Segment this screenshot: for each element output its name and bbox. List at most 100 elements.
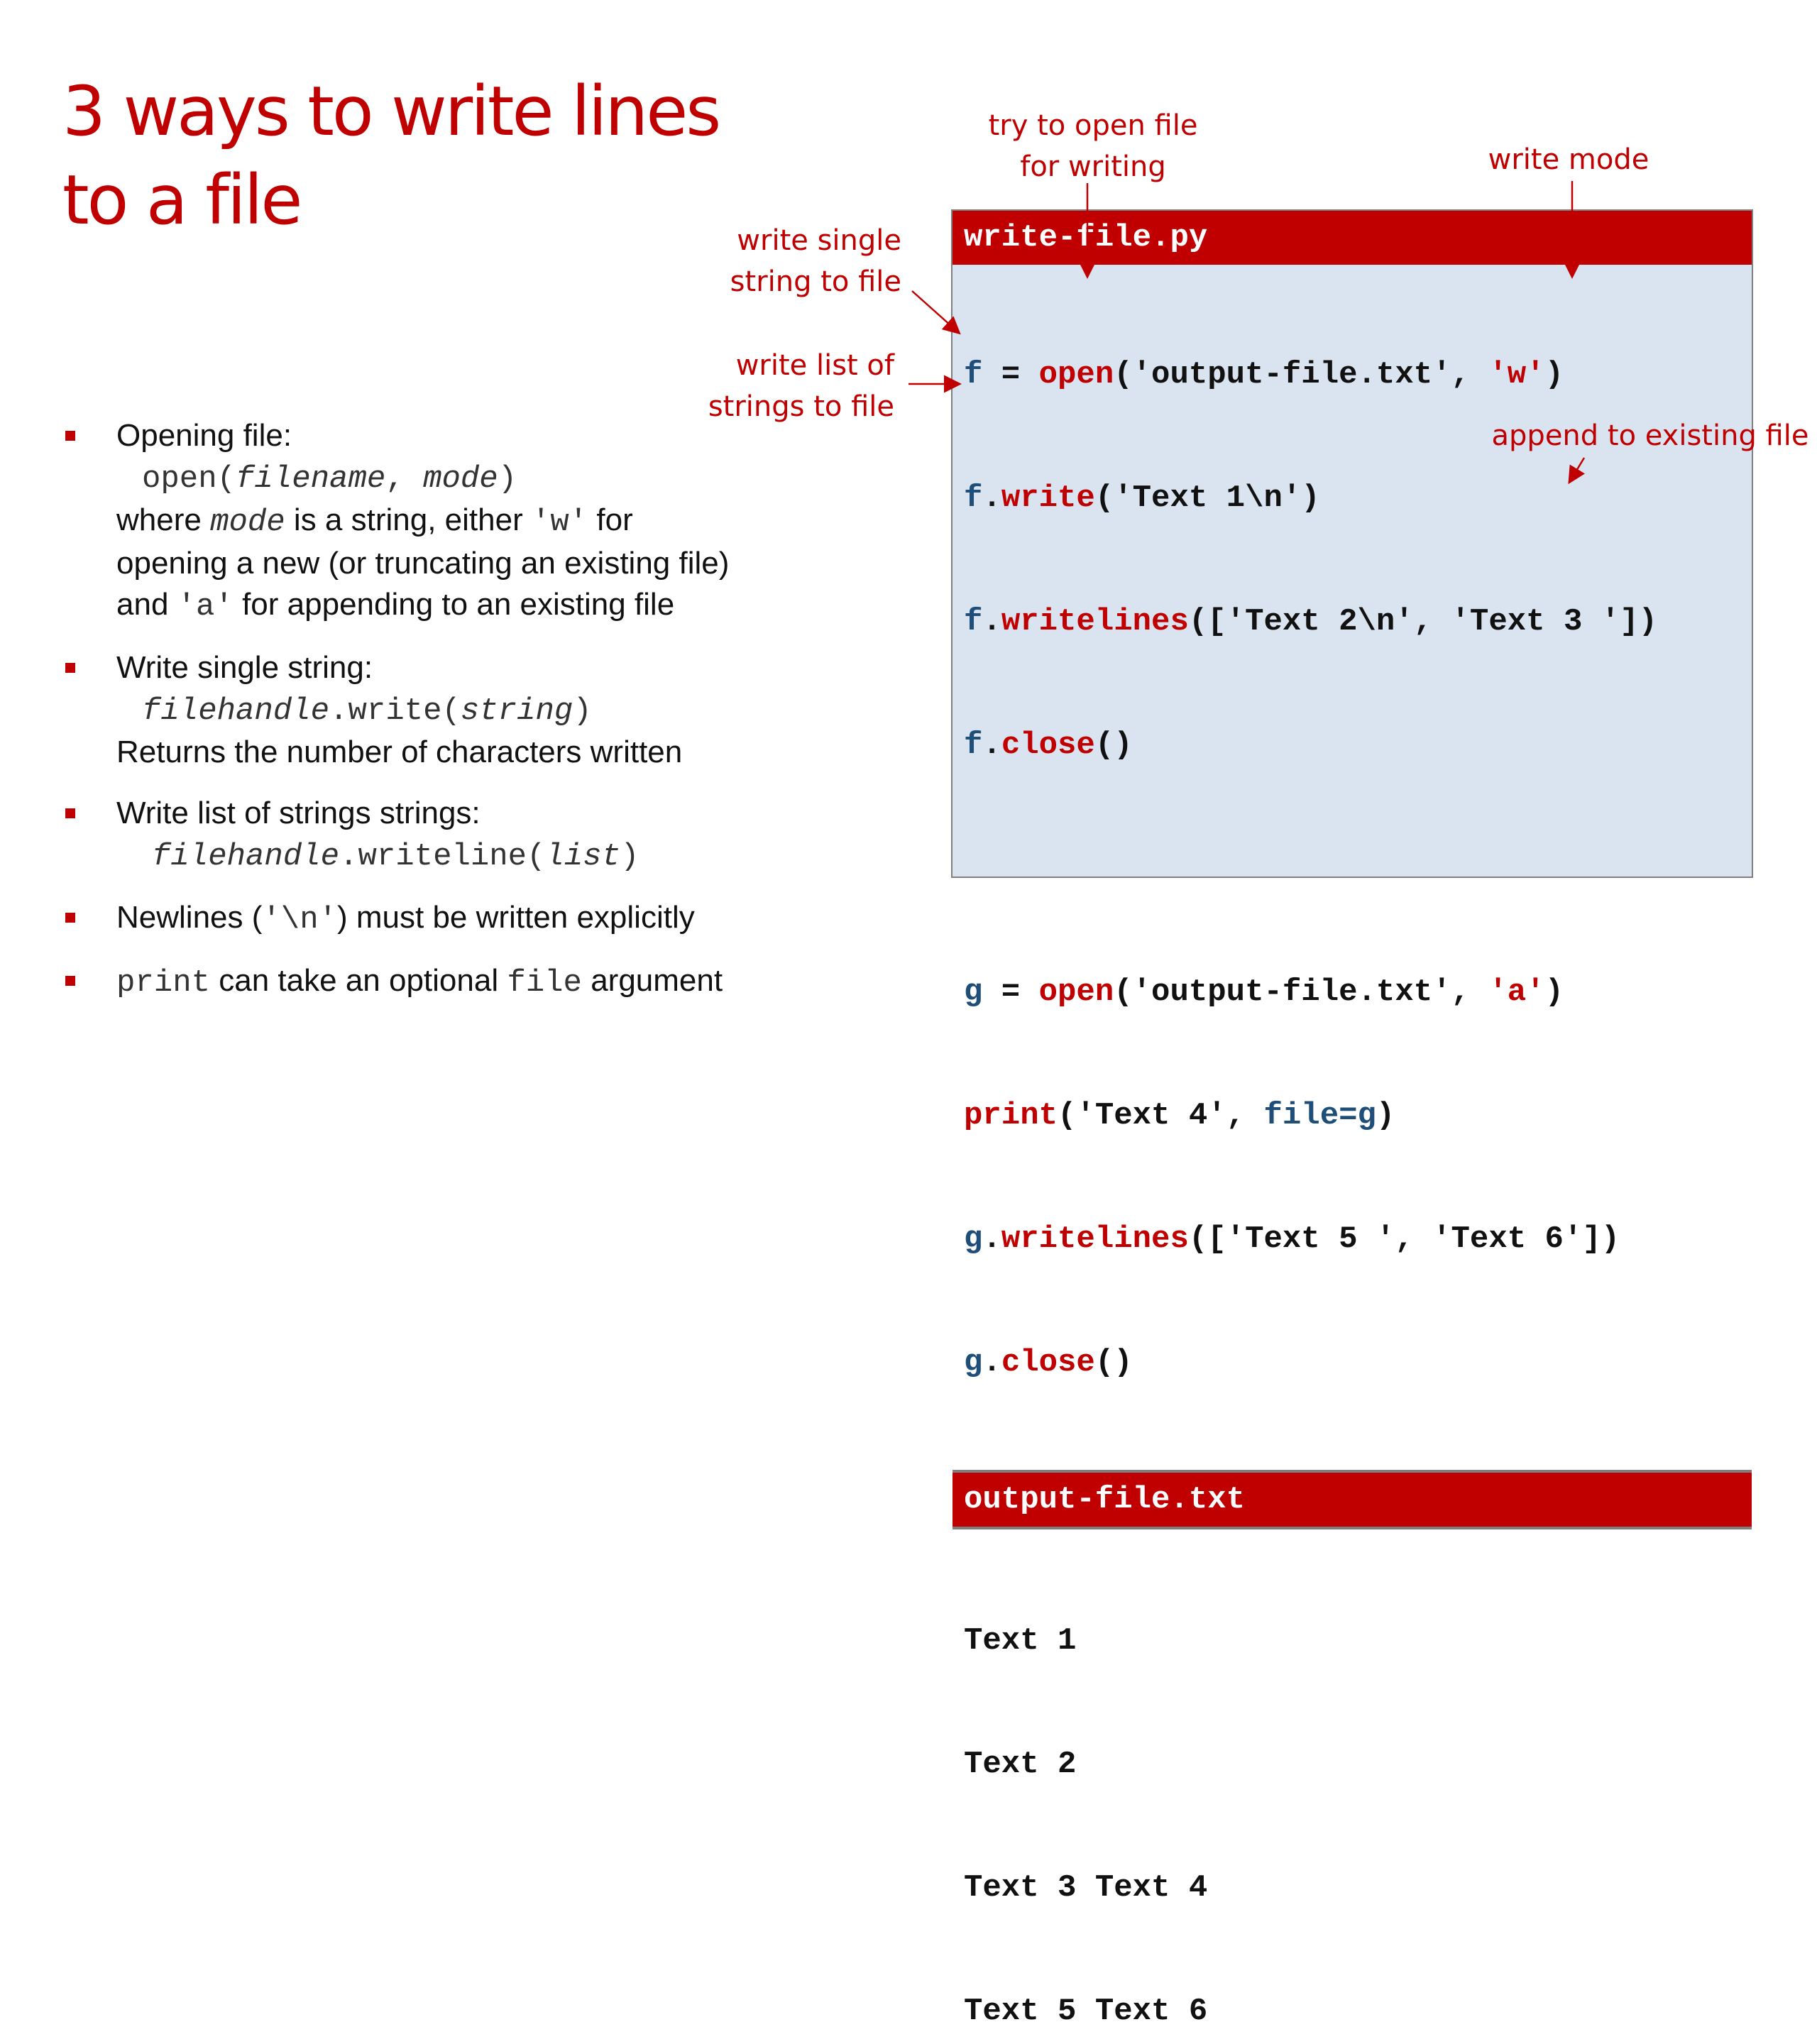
annotation-open-line-2: for writing [1020, 150, 1166, 183]
code-text: 'w' [531, 505, 588, 540]
code-text: .writeline( [339, 839, 546, 874]
bullet-print-file: print can take an optional file argument [62, 960, 729, 1004]
code-file-header: write-file.py [953, 211, 1752, 265]
bullet-heading: Opening file: [116, 418, 292, 453]
code-param: filehandle [152, 839, 340, 874]
code-op: = [982, 357, 1039, 392]
annotation-write-single-line-2: string to file [730, 265, 901, 298]
code-param: filename [236, 461, 386, 497]
annotation-write-list: write list of strings to file [681, 345, 894, 427]
code-line-2: f.write('Text 1\n') [964, 478, 1752, 519]
bullet-marker [65, 431, 75, 441]
annotation-open-line-1: try to open file [988, 109, 1198, 142]
code-text: print [116, 965, 211, 1001]
code-param: filehandle [142, 693, 330, 729]
code-text: ) [573, 693, 592, 729]
code-fn: open [1038, 357, 1114, 392]
annotation-write-single-line-1: write single [737, 224, 901, 257]
code-var: f [964, 480, 983, 516]
code-mode-a: 'a' [1488, 974, 1545, 1010]
code-var: g [964, 1345, 983, 1380]
code-dot: . [982, 1345, 1001, 1380]
annotation-write-single: write single string to file [681, 220, 901, 302]
code-var: g [964, 1221, 983, 1257]
code-line-1: f = open('output-file.txt', 'w') [964, 354, 1752, 395]
code-args: (['Text 5 ', 'Text 6']) [1188, 1221, 1620, 1257]
text-segment: where [116, 502, 211, 537]
code-dot: . [982, 480, 1001, 516]
bullet-heading: Write list of strings strings: [116, 796, 481, 830]
arrow-write-single [911, 290, 961, 335]
code-fn: close [1001, 727, 1095, 763]
code-text: .write( [329, 693, 461, 729]
bullet-write-single: Write single string: filehandle.write(st… [62, 647, 729, 773]
code-close-paren: ) [1376, 1098, 1395, 1133]
code-param: mode [210, 505, 285, 540]
text-segment: Newlines ( [116, 900, 263, 935]
code-line-8: g.close() [964, 1342, 1752, 1383]
bullet-text-line: print can take an optional file argument [116, 960, 729, 1004]
bullet-write-list: Write list of strings strings: filehandl… [62, 793, 729, 877]
output-block: Text 1 Text 2 Text 3 Text 4 Text 5 Text … [953, 1529, 1752, 2044]
code-fn: writelines [1001, 604, 1189, 639]
bullet-list: Opening file: open(filename, mode) where… [62, 415, 729, 1004]
bullet-marker [65, 976, 75, 986]
code-text: ) [620, 839, 639, 874]
output-file-header: output-file.txt [953, 1473, 1752, 1527]
code-args: ('Text 1\n') [1094, 480, 1320, 516]
annotation-open-file: try to open file for writing [972, 105, 1214, 187]
bullet-text-line: opening a new (or truncating an existing… [116, 546, 730, 581]
arrow-append [1568, 457, 1586, 485]
code-param: mode [423, 461, 498, 497]
text-segment: for appending to an existing file [233, 587, 675, 622]
code-op: = [982, 974, 1039, 1010]
code-args: ('output-file.txt', [1114, 974, 1489, 1010]
text-segment: ) must be written explicitly [337, 900, 695, 935]
code-args: (['Text 2\n', 'Text 3 ']) [1188, 604, 1657, 639]
code-text: , [385, 461, 424, 497]
text-segment: is a string, either [285, 502, 532, 537]
code-kwarg: file=g [1263, 1098, 1376, 1133]
code-var: f [964, 727, 983, 763]
text-segment: argument [581, 963, 723, 998]
text-segment: for [588, 502, 633, 537]
code-fn: open [1038, 974, 1114, 1010]
code-text: ) [498, 461, 517, 497]
output-line: Text 3 Text 4 [964, 1870, 1208, 1906]
output-line: Text 2 [964, 1747, 1077, 1782]
output-line: Text 5 Text 6 [964, 1994, 1208, 2029]
code-text: '\n' [262, 902, 338, 938]
code-var: f [964, 357, 983, 392]
code-args: () [1094, 1345, 1133, 1380]
code-var: g [964, 974, 983, 1010]
code-args: ('output-file.txt', [1114, 357, 1489, 392]
code-dot: . [982, 727, 1001, 763]
bullet-opening-file: Opening file: open(filename, mode) where… [62, 415, 729, 627]
code-line-7: g.writelines(['Text 5 ', 'Text 6']) [964, 1219, 1752, 1260]
code-dot: . [982, 604, 1001, 639]
code-param: list [545, 839, 621, 874]
bullet-newlines: Newlines ('\n') must be written explicit… [62, 897, 729, 940]
code-mode-w: 'w' [1488, 357, 1545, 392]
code-text: file [507, 965, 582, 1001]
bullet-text-line: and 'a' for appending to an existing fil… [116, 584, 729, 627]
slide-title: 3 ways to write lines to a file [62, 67, 721, 245]
code-fn: write [1001, 480, 1095, 516]
bullet-marker [65, 913, 75, 923]
bullet-text-line: Returns the number of characters written [116, 735, 683, 769]
output-line: Text 1 [964, 1623, 1077, 1659]
annotation-append: append to existing file [1491, 419, 1809, 452]
annotation-arrows [908, 181, 1586, 485]
write-signature: filehandle.write(string) [116, 688, 729, 732]
code-fn: close [1001, 1345, 1095, 1380]
slide-title-line-2: to a file [62, 160, 302, 240]
bullet-marker [65, 663, 75, 673]
code-args: ('Text 4', [1058, 1098, 1264, 1133]
code-text: 'a' [177, 589, 234, 625]
slide-title-line-1: 3 ways to write lines [62, 72, 721, 151]
annotation-write-list-line-2: strings to file [708, 390, 894, 423]
code-close-paren: ) [1544, 974, 1564, 1010]
writeline-signature: filehandle.writeline(list) [116, 834, 729, 877]
code-param: string [460, 693, 573, 729]
code-text: open( [142, 461, 236, 497]
